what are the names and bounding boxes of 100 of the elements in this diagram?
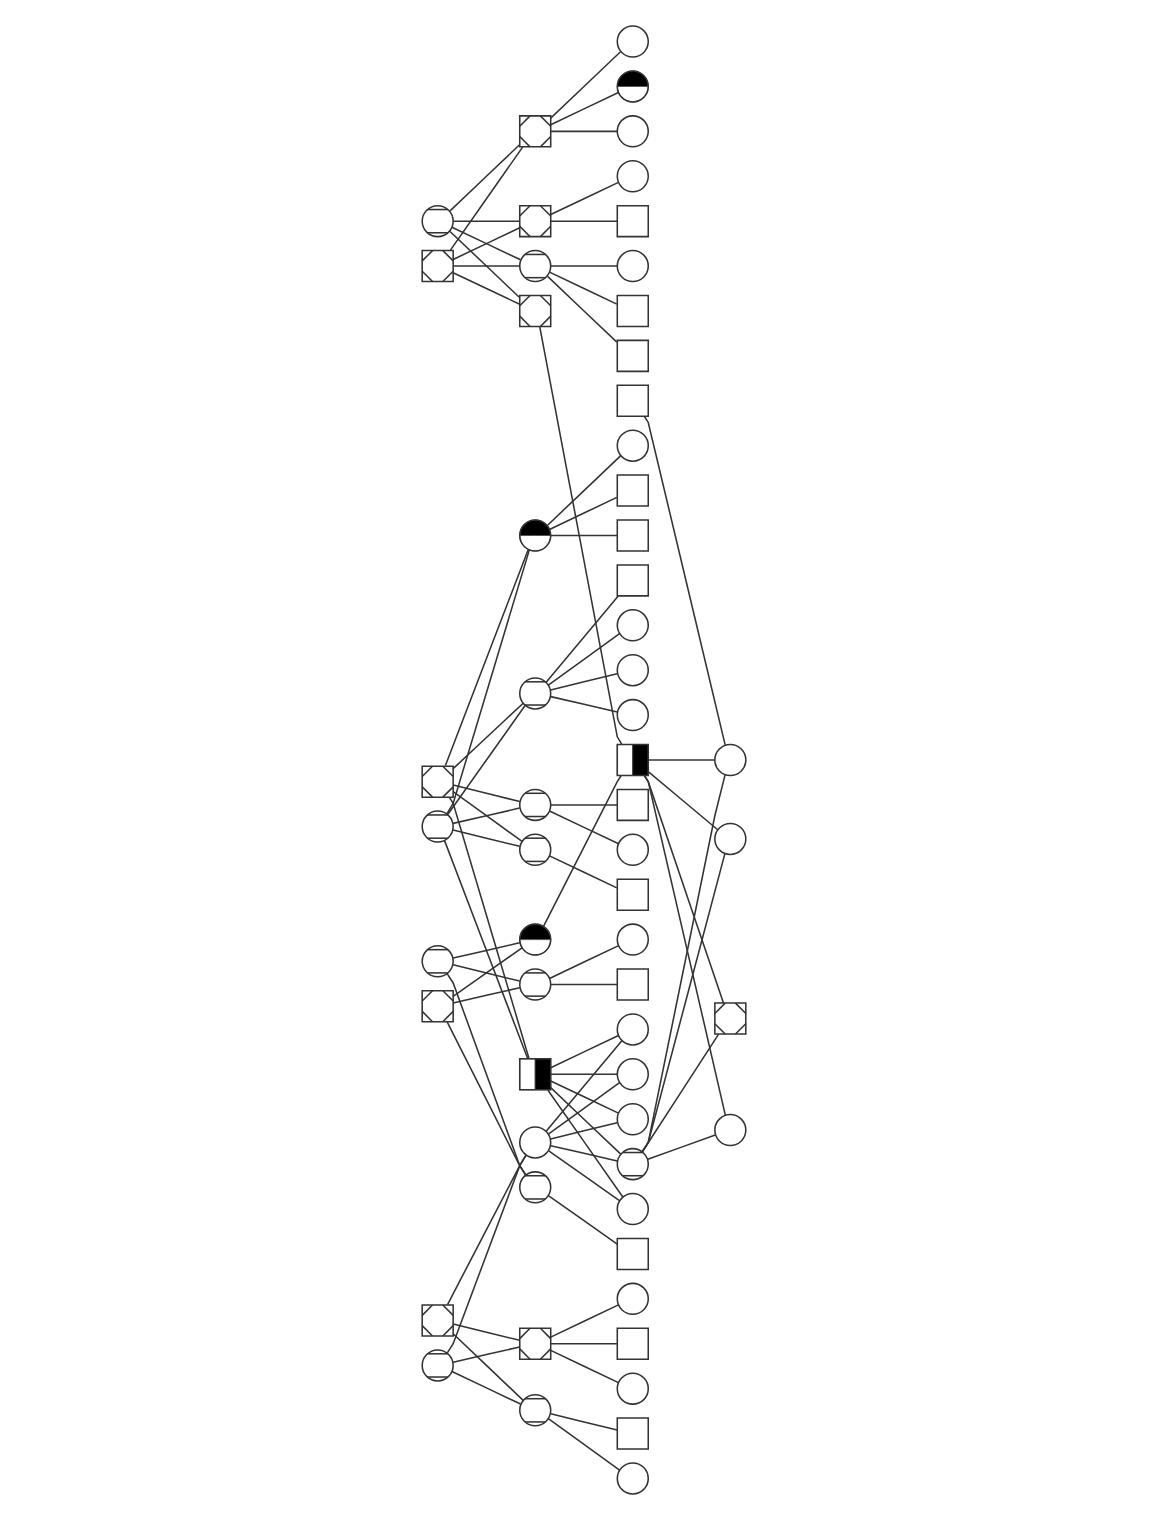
connector <box>538 325 623 745</box>
node-circle <box>616 833 650 867</box>
connector <box>452 942 521 959</box>
node-square <box>616 878 650 911</box>
connector <box>452 829 521 848</box>
node-circle <box>616 1058 650 1091</box>
connector <box>449 146 524 251</box>
connector <box>446 1154 527 1306</box>
node-circle <box>616 25 650 58</box>
connector <box>542 774 622 927</box>
connector <box>549 1342 618 1345</box>
connector <box>448 796 530 1060</box>
connector <box>446 549 531 815</box>
connector <box>546 275 618 343</box>
connector <box>547 1150 620 1202</box>
node-circle <box>616 249 650 283</box>
connector <box>549 1080 620 1114</box>
connector <box>452 947 523 998</box>
connector <box>549 1121 618 1140</box>
node-square <box>616 564 650 597</box>
node-square <box>616 384 650 418</box>
connector <box>452 1333 524 1402</box>
connector <box>549 983 618 986</box>
node-circle <box>616 1282 650 1316</box>
connector <box>549 1349 620 1384</box>
node-circle <box>616 698 650 732</box>
connector <box>549 220 618 222</box>
node-square <box>616 1417 650 1450</box>
node-circle <box>616 429 650 462</box>
connector <box>451 1370 522 1405</box>
node-circle <box>616 609 650 642</box>
connector <box>549 1034 620 1069</box>
connector <box>547 1089 624 1198</box>
node-square <box>616 339 650 373</box>
connector <box>447 704 527 816</box>
connector <box>452 1323 521 1342</box>
connector <box>545 1039 623 1132</box>
connector <box>549 181 620 216</box>
node-square <box>616 519 650 552</box>
node-square <box>616 204 650 238</box>
connector <box>549 1304 620 1338</box>
connector <box>545 595 620 683</box>
connector <box>449 230 521 299</box>
node-square <box>616 474 650 507</box>
connector <box>549 534 618 537</box>
node-circle <box>616 1102 650 1136</box>
connector <box>444 548 530 767</box>
connector <box>549 1412 618 1431</box>
connector <box>549 695 618 713</box>
connector <box>547 1417 621 1471</box>
connector <box>548 810 619 845</box>
connector <box>452 702 524 770</box>
connector <box>548 855 618 889</box>
connector <box>446 972 527 1176</box>
node-square <box>616 788 650 822</box>
node-circle <box>616 115 650 148</box>
connector <box>549 265 618 267</box>
connector <box>549 804 618 806</box>
connector <box>549 1144 618 1162</box>
node-circle <box>616 1192 650 1226</box>
connector <box>549 130 618 133</box>
node-circle <box>714 1113 747 1147</box>
connector <box>549 91 620 126</box>
connector <box>549 1073 618 1076</box>
node-square <box>616 1237 650 1271</box>
connector <box>452 790 523 843</box>
node-circle <box>616 1013 650 1046</box>
node-square <box>616 968 650 1001</box>
connector <box>641 852 726 1153</box>
connector <box>452 963 521 982</box>
node-circle <box>616 1372 650 1405</box>
connector <box>452 220 521 222</box>
connector <box>547 632 621 686</box>
connector <box>643 415 726 746</box>
node-circle <box>714 743 747 777</box>
connector <box>547 1195 618 1245</box>
node-square <box>616 294 650 328</box>
node-circle <box>616 1462 650 1495</box>
connector <box>452 986 521 1004</box>
connector <box>452 265 521 267</box>
connector <box>549 1086 622 1155</box>
node-circle <box>616 653 650 687</box>
connector <box>452 784 521 803</box>
node-circle <box>616 923 650 956</box>
connector <box>548 496 618 531</box>
connector <box>549 672 618 691</box>
node-square <box>616 1327 650 1360</box>
connector <box>549 50 622 119</box>
connector <box>449 144 521 212</box>
connector <box>647 770 719 831</box>
node-circle <box>518 1126 552 1159</box>
connector <box>452 271 521 306</box>
node-circle <box>714 822 747 856</box>
connector <box>546 455 622 526</box>
node-circle <box>616 160 650 193</box>
connector <box>647 1134 717 1161</box>
connector <box>547 1081 621 1135</box>
connector <box>548 271 618 305</box>
connector <box>446 1154 527 1354</box>
connector <box>452 807 521 825</box>
